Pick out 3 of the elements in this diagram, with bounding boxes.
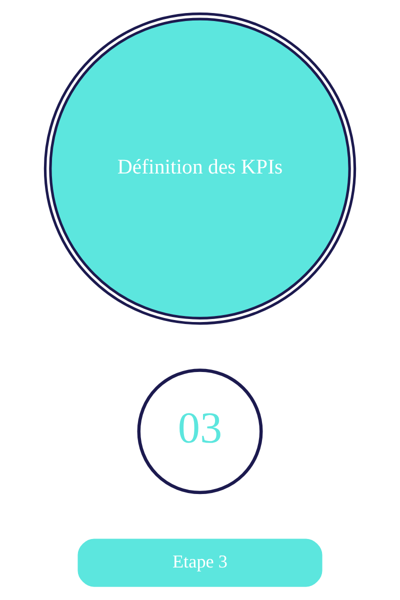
node-circle: 03 [137, 368, 263, 494]
node-circle: Définition des KPIs [44, 12, 356, 325]
node-box: Etape 3 [78, 538, 322, 587]
